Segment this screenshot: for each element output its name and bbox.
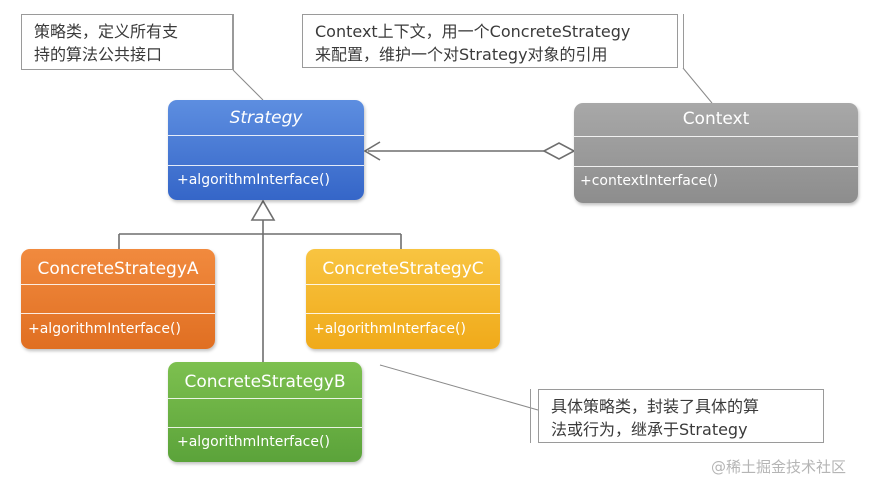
strategy-methods-divider [168,165,364,166]
watermark: @稀土掘金技术社区 [711,458,847,476]
concrete-strategy-b-class[interactable]: ConcreteStrategyB +algorithmInterface() [168,362,362,462]
context-note-fold [683,14,684,68]
concrete-note-fold [530,389,531,443]
context-note-connector [682,67,713,104]
strategy-note-line-1: 策略类，定义所有支 [34,22,179,41]
context-note-line-1: Context上下文，用一个ConcreteStrategy [315,22,631,41]
concrete-strategy-c-methods-divider [306,313,500,314]
context-note: Context上下文，用一个ConcreteStrategy 来配置，维护一个对… [302,14,678,68]
concrete-strategy-b-attributes-divider [168,398,362,399]
concrete-strategy-c-method: +algorithmInterface() [313,321,466,337]
concrete-strategy-a-method: +algorithmInterface() [28,321,181,337]
strategy-class[interactable]: Strategy +algorithmInterface() [168,100,364,200]
concrete-note-line-2: 法或行为，继承于Strategy [551,420,748,439]
concrete-strategy-a-methods-divider [21,313,215,314]
strategy-note-fold [233,14,234,70]
strategy-note-connector [232,69,264,101]
concrete-note: 具体策略类，封装了具体的算 法或行为，继承于Strategy [538,389,824,443]
generalization-arrowhead [250,199,276,221]
context-methods-divider [574,166,858,167]
aggregation-arrowhead [363,141,381,161]
context-class-name: Context [682,109,750,129]
aggregation-diamond [542,142,576,160]
context-note-line-2: 来配置，维护一个对Strategy对象的引用 [315,45,608,64]
concrete-strategy-b-name: ConcreteStrategyB [184,372,346,392]
concrete-strategy-b-methods-divider [168,427,362,428]
concrete-strategy-c-name: ConcreteStrategyC [322,259,484,279]
concrete-strategy-c-attributes-divider [306,284,500,285]
context-method: +contextInterface() [580,173,719,189]
strategy-note-line-2: 持的算法公共接口 [34,45,163,64]
context-attributes-divider [574,136,858,137]
strategy-attributes-divider [168,135,364,136]
concrete-strategy-a-name: ConcreteStrategyA [37,259,199,279]
concrete-strategy-a-class[interactable]: ConcreteStrategyA +algorithmInterface() [21,249,215,349]
concrete-strategy-a-attributes-divider [21,284,215,285]
strategy-class-name: Strategy [229,108,303,128]
strategy-method: +algorithmInterface() [177,172,330,188]
concrete-note-connector [379,364,539,411]
strategy-note: 策略类，定义所有支 持的算法公共接口 [21,14,233,70]
concrete-note-line-1: 具体策略类，封装了具体的算 [551,397,760,416]
context-class[interactable]: Context +contextInterface() [574,103,858,203]
concrete-strategy-c-class[interactable]: ConcreteStrategyC +algorithmInterface() [306,249,500,349]
concrete-strategy-b-method: +algorithmInterface() [177,434,330,450]
